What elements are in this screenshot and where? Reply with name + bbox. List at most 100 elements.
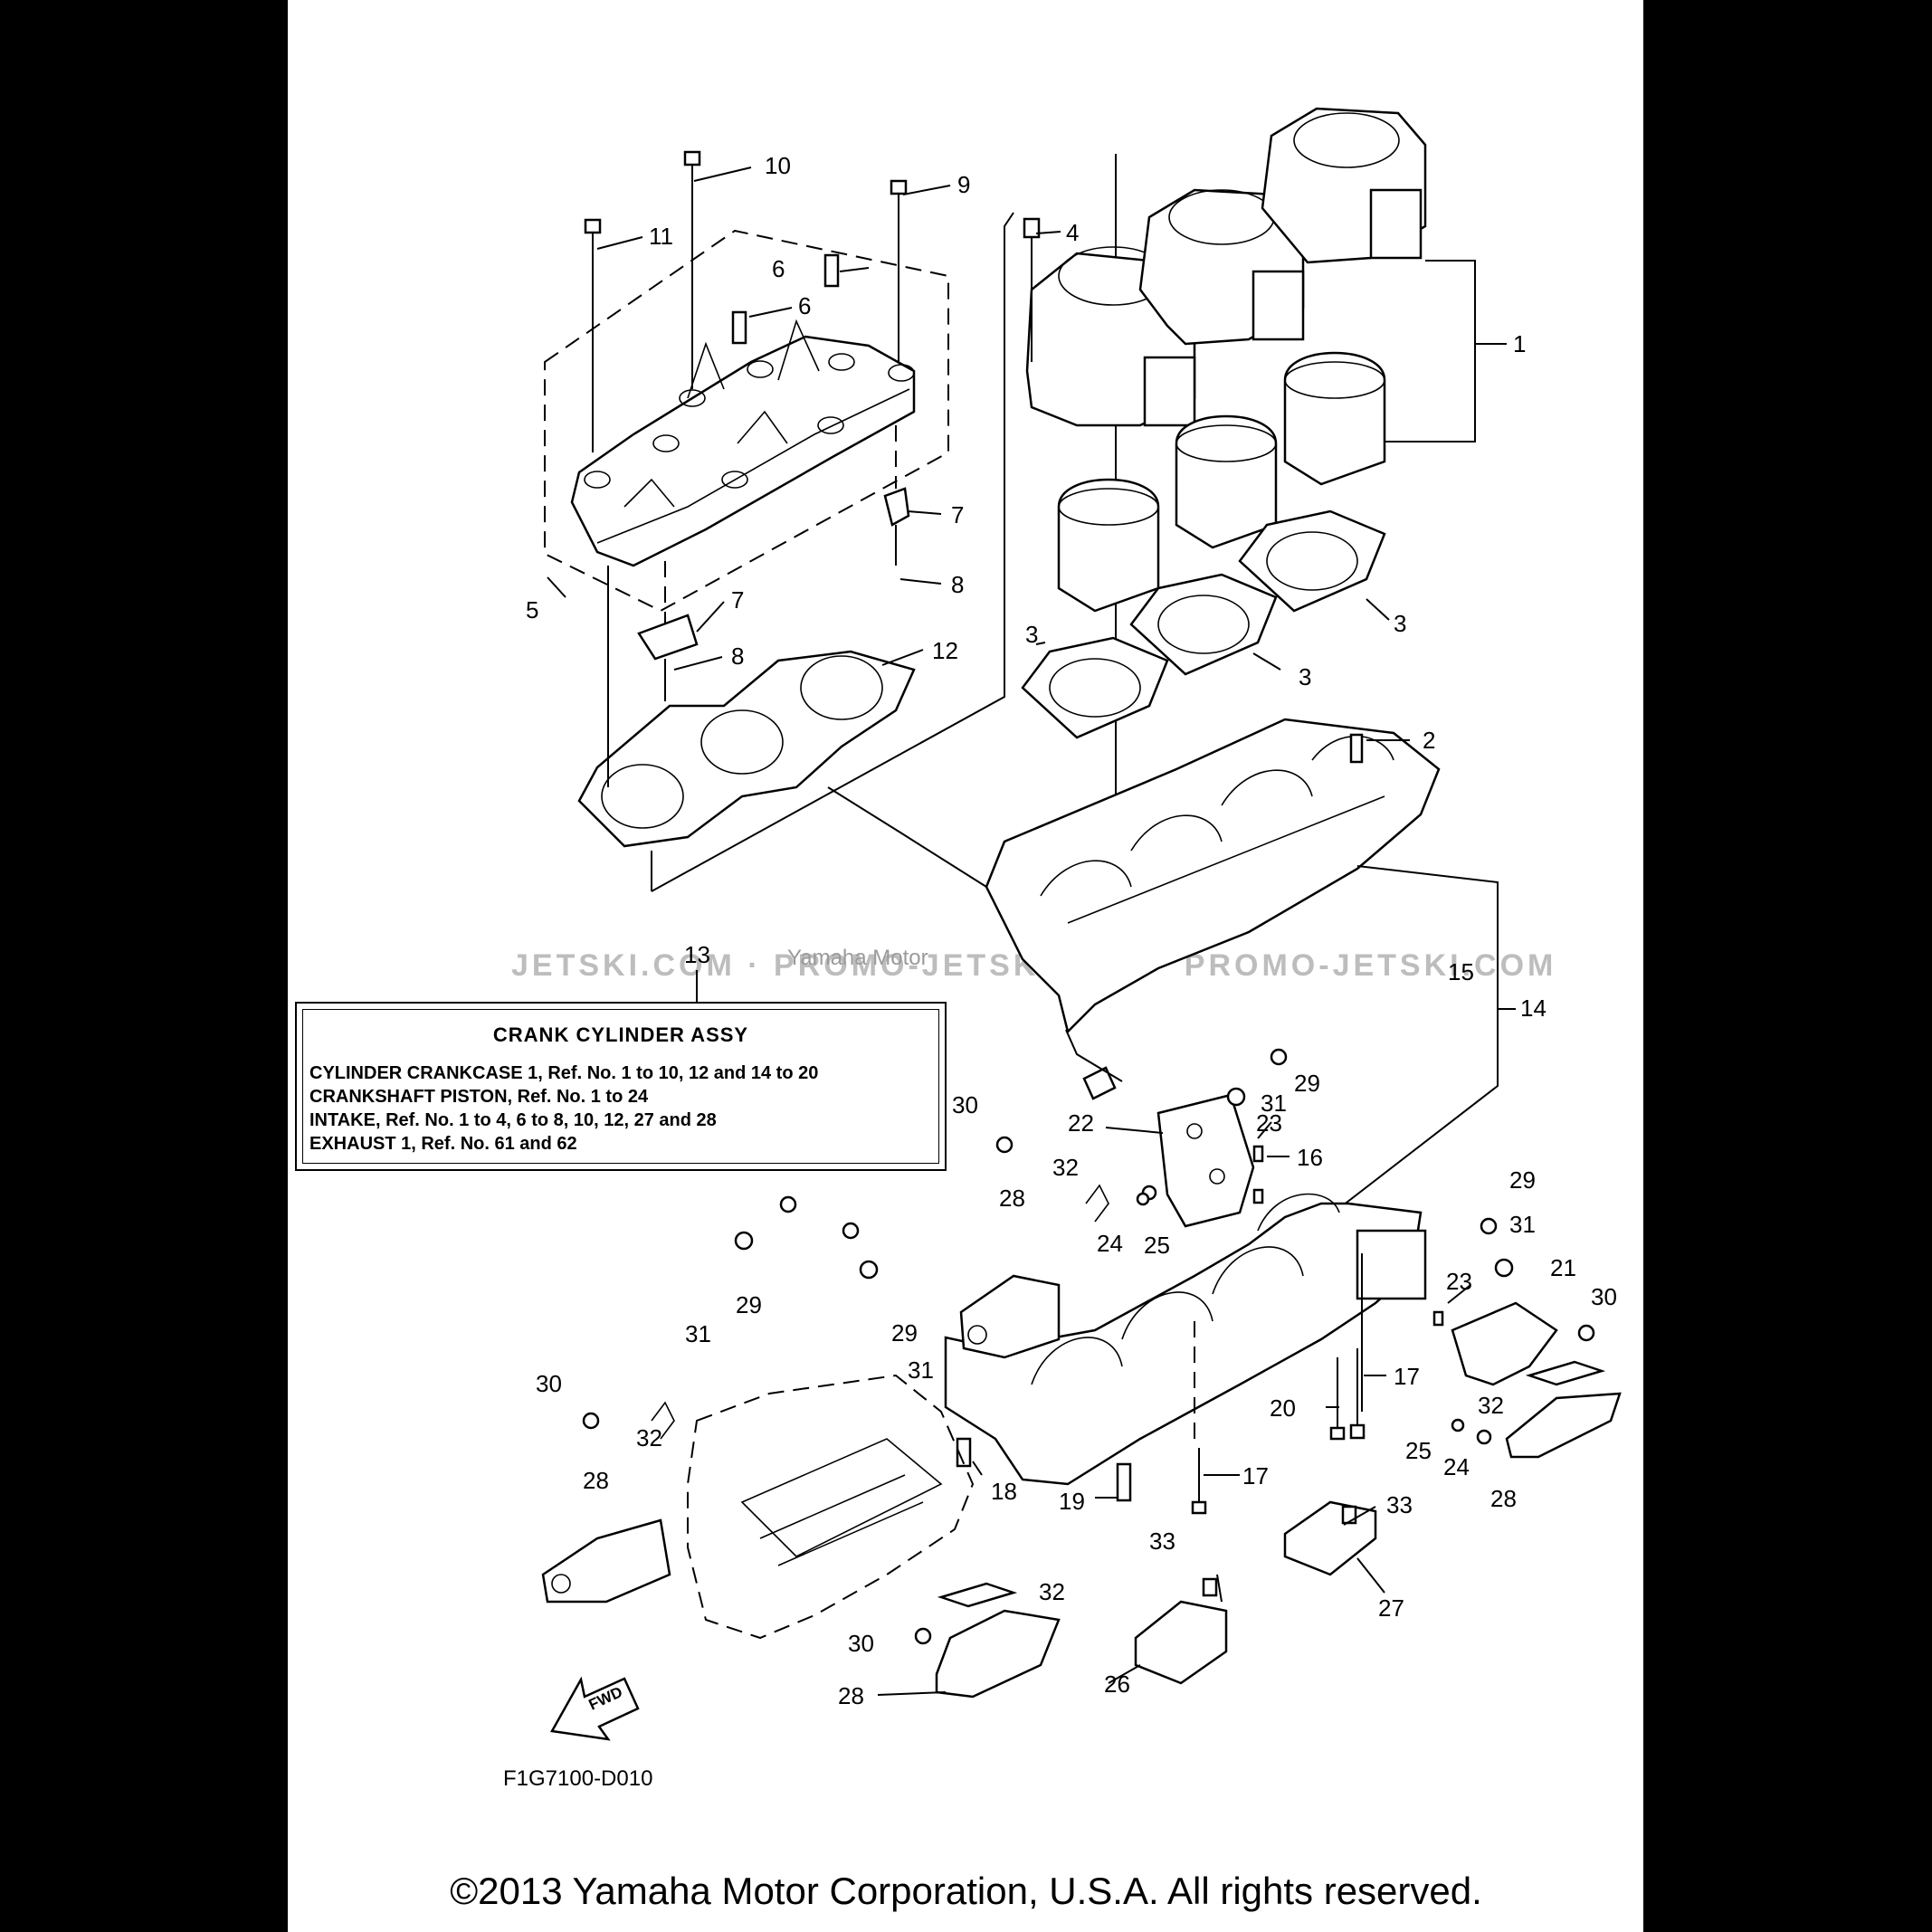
callout-3a: 3 <box>1394 610 1406 637</box>
drawing-sheet <box>288 0 1643 1932</box>
damper-32d <box>1525 1360 1606 1386</box>
bolt-24b <box>1476 1429 1492 1445</box>
callout-27: 27 <box>1378 1594 1404 1622</box>
diagram-code: F1G7100-D010 <box>503 1766 653 1791</box>
callout-1: 1 <box>1513 330 1526 357</box>
callout-11: 11 <box>649 223 673 250</box>
callout-6b: 6 <box>798 292 811 319</box>
callout-14: 14 <box>1520 995 1547 1022</box>
copyright-notice: ©2013 Yamaha Motor Corporation, U.S.A. A… <box>450 1870 1482 1912</box>
callout-3c: 3 <box>1025 621 1038 648</box>
bolt-33b <box>1202 1577 1218 1597</box>
callout-10: 10 <box>765 152 791 179</box>
watermark-overlay: Yamaha Motor <box>787 946 928 970</box>
lower-crankcase <box>944 1193 1427 1486</box>
callout-23b: 23 <box>1446 1268 1472 1295</box>
washer-31c <box>734 1231 754 1251</box>
callout-13: 13 <box>684 941 710 968</box>
bolt-18 <box>956 1437 972 1468</box>
dowel-6b <box>731 310 747 345</box>
callout-33b: 33 <box>1149 1528 1175 1555</box>
callout-30a: 30 <box>952 1091 978 1118</box>
intake-manifold-21 <box>1451 1301 1558 1386</box>
callout-31a: 31 <box>1261 1090 1287 1117</box>
washer-25a <box>1136 1192 1150 1206</box>
washer-31b <box>1494 1258 1514 1278</box>
callout-6a: 6 <box>772 255 785 282</box>
callout-3b: 3 <box>1299 663 1311 690</box>
callout-12: 12 <box>932 637 958 664</box>
bolt-9 <box>890 179 908 237</box>
callout-5: 5 <box>526 596 538 623</box>
bolt-17b <box>1191 1500 1207 1515</box>
callout-31c: 31 <box>685 1320 711 1347</box>
washer-31d <box>859 1260 879 1280</box>
engine-mount-28d <box>1505 1392 1622 1459</box>
callout-25a: 25 <box>1144 1232 1170 1259</box>
bracket-7-lower <box>637 614 699 661</box>
callout-29c: 29 <box>736 1291 762 1318</box>
callout-32a: 32 <box>1052 1154 1079 1181</box>
dowel-2 <box>1349 733 1364 764</box>
callout-22: 22 <box>1068 1109 1094 1137</box>
pistons <box>1057 351 1386 613</box>
callout-29d: 29 <box>891 1319 918 1347</box>
cylinder-block-1 <box>1025 107 1427 427</box>
callout-4: 4 <box>1066 219 1079 246</box>
callout-17b: 17 <box>1242 1462 1269 1489</box>
dowel-6a <box>823 253 840 288</box>
callout-32b: 32 <box>636 1424 662 1451</box>
callout-2: 2 <box>1423 727 1435 754</box>
callout-18: 18 <box>991 1478 1017 1505</box>
block-26 <box>1134 1600 1228 1685</box>
assembly-line: CYLINDER CRANKCASE 1, Ref. No. 1 to 10, … <box>309 1063 819 1083</box>
callout-24b: 24 <box>1443 1453 1470 1480</box>
cylinder-head <box>570 319 916 567</box>
assembly-lines: CYLINDER CRANKCASE 1, Ref. No. 1 to 10, … <box>309 1061 818 1156</box>
callout-25b: 25 <box>1405 1437 1432 1464</box>
callout-32c: 32 <box>1039 1578 1065 1605</box>
callout-29b: 29 <box>1509 1166 1536 1194</box>
bolt-33a <box>1341 1505 1357 1525</box>
callout-7a: 7 <box>951 501 964 528</box>
callout-32d: 32 <box>1478 1392 1504 1419</box>
callout-20: 20 <box>1270 1394 1296 1422</box>
bolt-10 <box>683 150 701 244</box>
callout-26: 26 <box>1104 1670 1130 1698</box>
callout-30b: 30 <box>1591 1283 1617 1310</box>
bracket-7-upper <box>883 487 910 527</box>
callout-21: 21 <box>1550 1254 1576 1281</box>
callout-30c: 30 <box>536 1370 562 1397</box>
callout-28a: 28 <box>999 1185 1025 1212</box>
callout-24a: 24 <box>1097 1230 1123 1257</box>
bolt-29c <box>779 1195 797 1213</box>
bolt-30b <box>1577 1324 1595 1342</box>
callout-28b: 28 <box>583 1467 609 1494</box>
callout-28c: 28 <box>838 1682 864 1709</box>
callout-23a: 23 <box>1256 1109 1282 1137</box>
intake-manifold-22 <box>1156 1093 1255 1228</box>
bolt-30a <box>995 1136 1014 1154</box>
callout-15: 15 <box>1448 958 1474 985</box>
damper-32b <box>651 1401 675 1440</box>
callout-31d: 31 <box>908 1356 934 1384</box>
assembly-line: EXHAUST 1, Ref. No. 61 and 62 <box>309 1134 577 1154</box>
callout-30d: 30 <box>848 1630 874 1657</box>
damper-32c <box>937 1582 1018 1608</box>
callout-16: 16 <box>1297 1144 1323 1171</box>
bolt-11 <box>584 218 602 312</box>
callout-leaders <box>547 167 1471 1696</box>
callout-9: 9 <box>957 171 970 198</box>
callout-33a: 33 <box>1386 1491 1413 1518</box>
head-dashed-box <box>544 229 949 613</box>
assembly-title: CRANK CYLINDER ASSY <box>492 1023 749 1046</box>
callout-19: 19 <box>1059 1488 1085 1515</box>
assembly-line: CRANKSHAFT PISTON, Ref. No. 1 to 24 <box>309 1087 649 1107</box>
bolt-30d <box>914 1627 932 1645</box>
assembly-info-box: CRANK CYLINDER ASSY CYLINDER CRANKCASE 1… <box>295 1002 947 1171</box>
fwd-arrow-icon <box>550 1676 640 1741</box>
callout-numbers: 1 2 3 3 3 4 5 6 6 7 7 8 8 9 10 11 12 13 … <box>526 152 1617 1709</box>
callout-28d: 28 <box>1490 1485 1517 1512</box>
dowel-16 <box>1252 1145 1264 1163</box>
